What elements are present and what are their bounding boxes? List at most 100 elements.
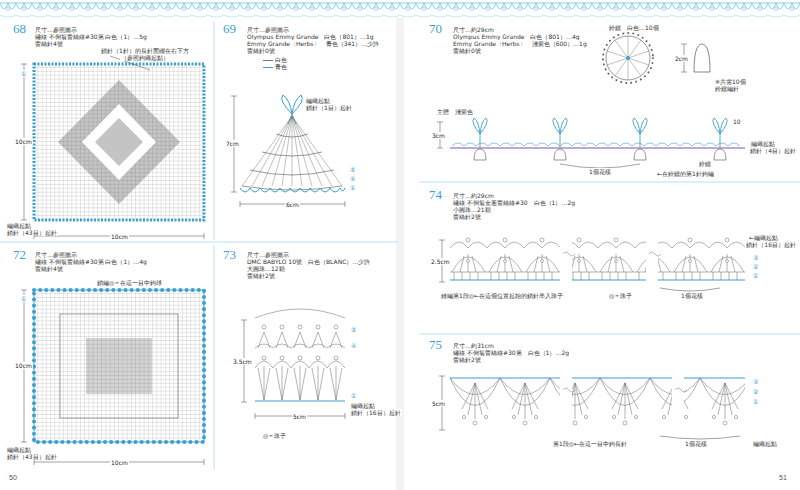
- dimension-label: 10cm: [14, 362, 33, 369]
- bell-chart-69: [231, 95, 345, 207]
- note-text: ◎＝珠子: [608, 292, 633, 299]
- filet-square-68: [21, 56, 204, 239]
- note-text: （參照鉤織起點）: [120, 54, 170, 61]
- row-marker: ⑤: [350, 326, 357, 333]
- row-marker: ③: [752, 254, 759, 261]
- dimension-label: 6cm: [285, 201, 300, 208]
- note-text: 編織起點: [6, 222, 32, 229]
- crown-chart-73: [241, 309, 345, 419]
- row-marker: ①: [752, 272, 759, 279]
- page-number: 51: [778, 474, 788, 482]
- pattern-number: 73: [222, 248, 237, 262]
- note-text: 鎖針（1針）的長針面綴在右下方: [100, 47, 190, 54]
- note-text: ←在鈴鐺的第1針鉤編: [656, 170, 715, 177]
- note-text: 小圓珠…21顆: [452, 206, 492, 213]
- note-text: 鈴鐺 白色…10個: [608, 24, 660, 31]
- dimension-label: 5cm: [431, 400, 446, 407]
- note-text: Olympus Emmy Grande 白色（801）…4g: [452, 33, 581, 40]
- section-rules: [0, 22, 800, 470]
- pattern-number: 70: [428, 22, 443, 36]
- bell-strip-70: [437, 118, 745, 168]
- note-text: 編織起點: [752, 440, 778, 447]
- legend-text: 青色: [275, 63, 287, 70]
- note-text: 繡線 不倒翁金蔥蕾絲線#30 白色（1）…2g: [452, 199, 576, 206]
- note-text: 第1段◎←在這一目中鉤長針: [552, 440, 628, 447]
- note-text: 編織起點: [6, 446, 32, 453]
- note-text: 繡線 不倒翁蕾絲線#30第 白色（1）…4g: [34, 258, 148, 265]
- note-text: 1個花樣: [680, 292, 704, 299]
- note-text: 鏈編第1段◎←在這個位置起始的鎖針串入珠子: [440, 292, 564, 299]
- note-text: 尺寸…參照圖示: [34, 26, 78, 33]
- edging-strip-75: [439, 375, 745, 439]
- row-marker: ④: [349, 175, 356, 182]
- note-text: ←編織起點: [748, 234, 779, 241]
- note-text: ◎＝珠子: [262, 432, 287, 439]
- legend-row: 青色: [262, 63, 288, 70]
- note-text: 尺寸…參照圖示: [34, 251, 78, 258]
- note-text: Olympus Emmy Grande 白色（801）…1g: [246, 33, 375, 40]
- pattern-number: 68: [12, 22, 27, 36]
- note-text: Emmy Grande〈Herbs〉 青色（341）…少許: [246, 40, 380, 47]
- note-text: 鎖針（1目）起針: [305, 104, 353, 111]
- dimension-label: 7cm: [225, 140, 240, 147]
- note-text: Emmy Grande〈Herbs〉 淺紫色（600）…1g: [452, 40, 588, 47]
- note-text: 尺寸…約29cm: [452, 192, 495, 199]
- legend-text: 白色: [275, 56, 287, 63]
- dimension-label: 10cm: [14, 138, 33, 145]
- pattern-number: 69: [222, 22, 237, 36]
- note-text: 大圓珠…12顆: [246, 265, 286, 272]
- note-text: ※共需10個: [714, 78, 747, 85]
- legend-line-sample: [263, 60, 273, 61]
- pattern-number: 75: [428, 338, 443, 352]
- note-text: 尺寸…約31cm: [452, 342, 495, 349]
- dimension-label: 3.5cm: [232, 358, 253, 365]
- row-marker: ⑤: [349, 166, 356, 173]
- bell-motif-70: [603, 33, 710, 83]
- book-gutter: [396, 18, 404, 490]
- row-marker: ①: [752, 398, 759, 405]
- note-text: 鈴鐺: [698, 160, 712, 167]
- page-number: 50: [8, 474, 18, 482]
- note-text: 繡線 不倒翁蕾絲線#30第 白色（1）…2g: [452, 349, 570, 356]
- note-text: 1個花樣: [684, 440, 708, 447]
- legend-row: 白色: [262, 56, 288, 63]
- row-marker: ②: [752, 388, 759, 395]
- note-text: 鎖針（43目）起針: [6, 453, 58, 460]
- note-text: 蕾絲針2號: [246, 272, 276, 279]
- note-text: 蕾絲針0號: [452, 47, 482, 54]
- note-text: 主體 淺紫色: [436, 108, 474, 115]
- note-text: 蕾絲針2號: [452, 356, 482, 363]
- note-text: 編織起點: [350, 402, 376, 409]
- row-marker: ③: [752, 378, 759, 385]
- note-text: 蕾絲針2號: [452, 213, 482, 220]
- filet-square-72: [21, 290, 204, 465]
- note-text: 尺寸…參照圖示: [246, 251, 290, 258]
- dimension-label: 10cm: [110, 459, 129, 466]
- note-text: 鎖針（4目）起針: [749, 147, 797, 154]
- note-text: 鎖針（16目）起針: [350, 409, 402, 416]
- dimension-label: 3cm: [431, 132, 446, 139]
- note-text: DMC BABYLO 10號 白色（BLANC）…少許: [246, 258, 371, 265]
- dimension-label: 2.5cm: [430, 258, 451, 265]
- note-text: 蕾絲針4號: [34, 265, 64, 272]
- note-text: 尺寸…約29cm: [452, 26, 495, 33]
- pattern-number: 72: [12, 248, 27, 262]
- note-text: 繡線 不倒翁蕾絲線#30第 白色（1）…5g: [34, 33, 148, 40]
- row-marker: ②: [752, 263, 759, 270]
- edging-strip-74: [439, 232, 745, 291]
- dimension-label: 5cm: [292, 413, 307, 420]
- row-marker: ①: [350, 392, 357, 399]
- dimension-label: 2cm: [674, 55, 689, 62]
- pattern-number: 74: [428, 188, 443, 202]
- legend-line-sample: [263, 67, 273, 68]
- note-text: 編織起點: [305, 97, 331, 104]
- row-marker: ①: [20, 295, 27, 302]
- note-text: 鎖編◎＝在這一目中鉤球: [96, 279, 163, 286]
- dimension-label: 10cm: [110, 233, 129, 240]
- note-text: 蕾絲針0號: [246, 47, 276, 54]
- note-text: 蕾絲針4號: [34, 40, 64, 47]
- note-text: 鎖針（43目）起針: [6, 229, 58, 236]
- note-text: 10: [732, 118, 742, 125]
